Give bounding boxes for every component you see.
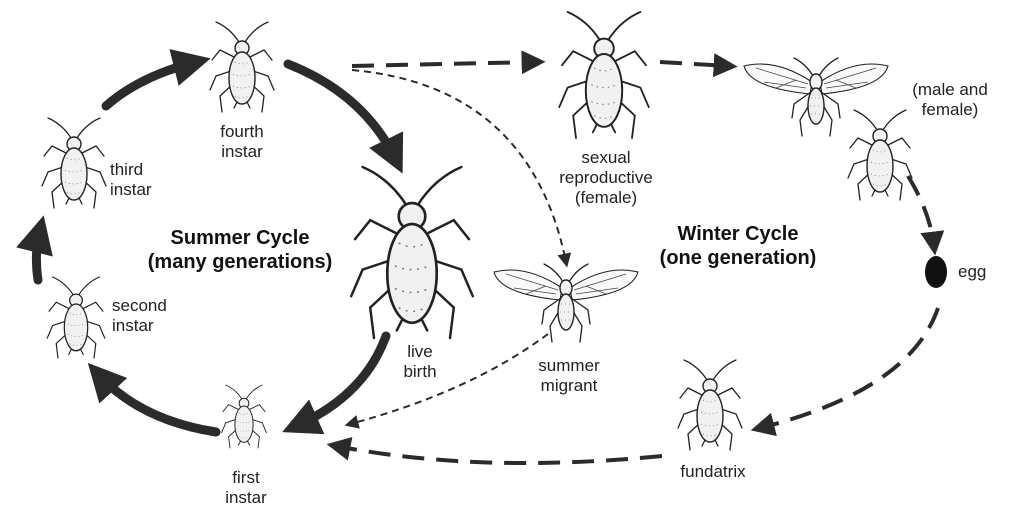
arrow-egg-to-fundatrix: [750, 307, 940, 437]
arrow-second-to-third: [16, 215, 53, 285]
third-instar-icon: [41, 117, 107, 209]
summer-cycle-title: Summer Cycle (many generations): [128, 226, 352, 274]
label-line: fourth: [220, 122, 264, 141]
label-line: instar: [110, 180, 152, 199]
first-instar-icon: [221, 384, 267, 449]
label-sexual-reproductive: sexual reproductive (female): [546, 148, 666, 208]
label-line: sexual: [581, 148, 631, 167]
summer-cycle-title-text: Summer Cycle: [170, 227, 310, 249]
label-fourth-instar: fourth instar: [202, 122, 282, 162]
label-line: (female): [574, 188, 638, 207]
label-summer-migrant: summer migrant: [524, 356, 614, 396]
sexual-reproductive-female-icon: [558, 11, 650, 139]
label-line: reproductive: [559, 168, 653, 187]
label-fundatrix: fundatrix: [668, 462, 758, 482]
label-line: (male and: [912, 80, 988, 99]
summer-cycle-subtitle: (many generations): [147, 251, 333, 273]
label-line: instar: [225, 488, 267, 507]
label-line: third: [110, 160, 144, 179]
second-instar-icon: [46, 276, 106, 359]
label-second-instar: second instar: [112, 296, 192, 336]
label-egg: egg: [958, 262, 1008, 282]
winter-cycle-title-text: Winter Cycle: [677, 223, 799, 245]
label-third-instar: third instar: [110, 160, 180, 200]
label-line: birth: [403, 362, 437, 381]
fundatrix-icon: [677, 359, 743, 451]
arrow-fourth-to-adult: [283, 59, 404, 174]
arrow-fundatrix-to-first: [326, 436, 663, 466]
winter-cycle-title: Winter Cycle (one generation): [640, 222, 836, 270]
female-oviparae-icon: [847, 109, 913, 201]
arrow-to-summer-migrant: [351, 69, 572, 268]
arrow-to-sexual-reproductive: [351, 50, 546, 75]
label-first-instar: first instar: [206, 468, 286, 508]
arrow-to-winged-male: [659, 53, 738, 78]
label-line: instar: [221, 142, 263, 161]
label-line: live: [407, 342, 433, 361]
egg-icon: [925, 256, 947, 288]
winged-male-icon: [743, 57, 889, 137]
label-line: female): [921, 100, 979, 119]
label-male-female: (male and female): [900, 80, 1000, 120]
arrow-third-to-fourth: [101, 49, 211, 111]
summer-migrant-icon: [493, 263, 639, 343]
label-line: fundatrix: [680, 462, 746, 481]
label-line: instar: [112, 316, 154, 335]
winter-cycle-subtitle: (one generation): [659, 247, 817, 269]
label-line: second: [112, 296, 167, 315]
label-line: first: [232, 468, 260, 487]
arrow-migrant-to-first: [344, 333, 549, 429]
live-birth-mother-icon: [349, 165, 475, 340]
label-line: migrant: [540, 376, 598, 395]
label-line: egg: [958, 262, 987, 281]
label-line: summer: [538, 356, 600, 375]
label-live-birth: live birth: [390, 342, 450, 382]
arrow-live-birth-to-first: [282, 331, 391, 435]
arrow-to-egg: [906, 174, 945, 256]
arrow-first-to-second: [87, 362, 221, 437]
fourth-instar-icon: [209, 21, 275, 113]
